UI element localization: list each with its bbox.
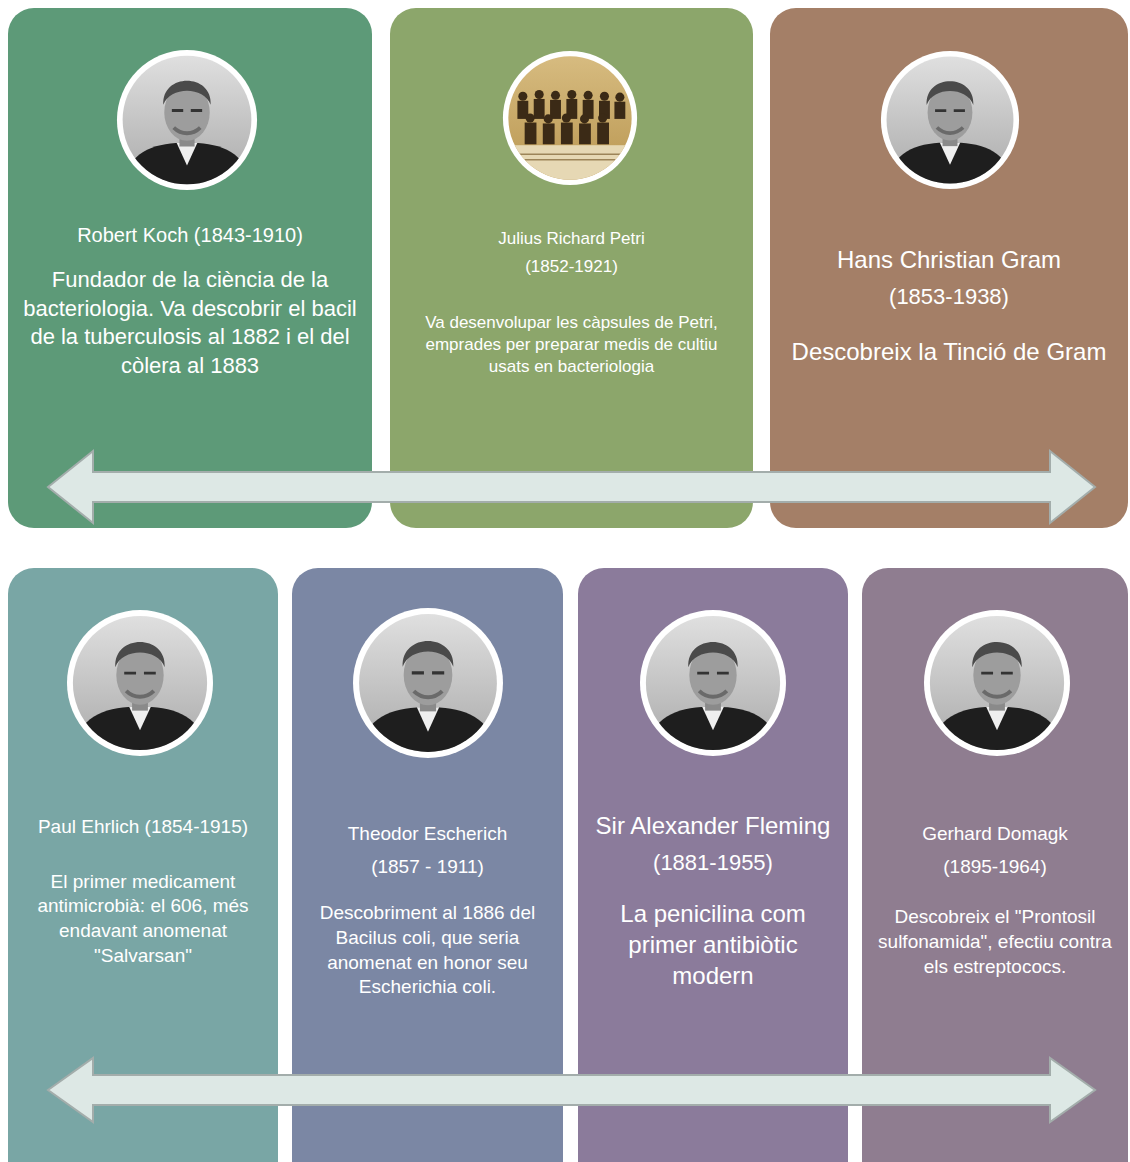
text-column: Paul Ehrlich (1854-1915) El primer medica… bbox=[8, 815, 278, 968]
scientist-name: Julius Richard Petri bbox=[404, 228, 739, 250]
scientist-name: Theodor Escherich bbox=[306, 822, 549, 847]
description: Descobreix la Tinció de Gram bbox=[784, 336, 1114, 367]
scientist-name: Hans Christian Gram bbox=[784, 244, 1114, 275]
description: La penicilina com primer antibiòtic mode… bbox=[592, 898, 834, 992]
scientist-name: Robert Koch (1843-1910) bbox=[22, 222, 358, 248]
description: Fundador de la ciència de la bacteriolog… bbox=[22, 266, 358, 380]
scientist-name: Paul Ehrlich (1854-1915) bbox=[22, 815, 264, 840]
group-photo bbox=[502, 50, 638, 186]
life-dates: (1881-1955) bbox=[592, 849, 834, 878]
portrait-photo bbox=[923, 609, 1071, 757]
timeline-arrow bbox=[48, 451, 1095, 523]
portrait-photo bbox=[639, 609, 787, 757]
life-dates: (1857 - 1911) bbox=[306, 855, 549, 880]
description: El primer medicament antimicrobià: el 60… bbox=[22, 870, 264, 969]
description: Descobreix el "Prontosil sulfonamida", e… bbox=[876, 905, 1114, 979]
text-column: Gerhard Domagk (1895-1964) Descobreix el "… bbox=[862, 822, 1128, 979]
description: Va desenvolupar les càpsules de Petri, e… bbox=[404, 312, 739, 378]
life-dates: (1852-1921) bbox=[404, 256, 739, 278]
timeline-arrow bbox=[48, 1058, 1095, 1122]
portrait-photo bbox=[352, 607, 504, 759]
text-column: Theodor Escherich (1857 - 1911) Descobrime… bbox=[292, 822, 563, 1000]
description: Descobriment al 1886 del Bacilus coli, q… bbox=[306, 901, 549, 1000]
text-column: Sir Alexander Fleming (1881-1955) La penic… bbox=[578, 810, 848, 991]
life-dates: (1895-1964) bbox=[876, 855, 1114, 880]
life-dates: (1853-1938) bbox=[784, 283, 1114, 312]
scientist-name: Gerhard Domagk bbox=[876, 822, 1114, 847]
scientist-name: Sir Alexander Fleming bbox=[592, 810, 834, 841]
portrait-photo bbox=[116, 49, 258, 191]
text-column: Julius Richard Petri (1852-1921) Va desenv… bbox=[390, 228, 753, 378]
portrait-photo bbox=[880, 50, 1020, 190]
text-column: Robert Koch (1843-1910) Fundador de la ci… bbox=[8, 222, 372, 380]
portrait-photo bbox=[66, 609, 214, 757]
text-column: Hans Christian Gram (1853-1938) Descobreix… bbox=[770, 244, 1128, 367]
